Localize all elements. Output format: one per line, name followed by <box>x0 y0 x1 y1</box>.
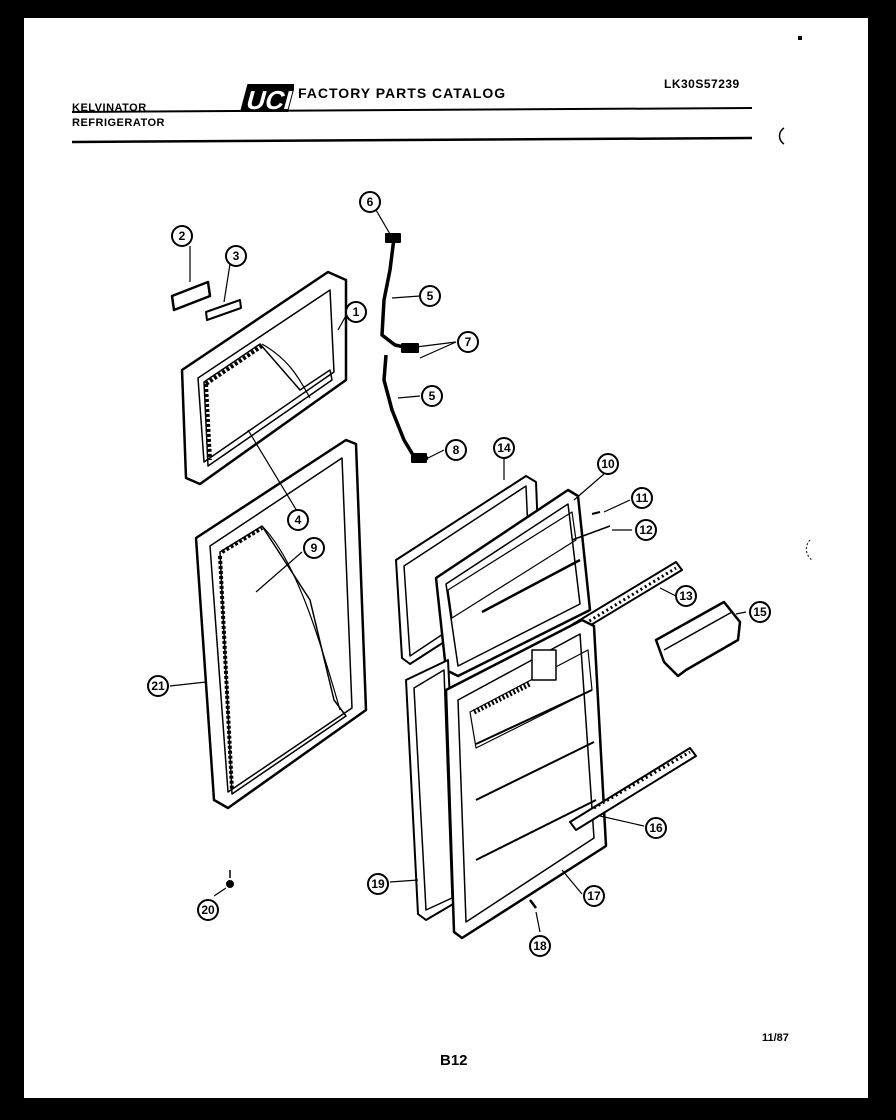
leader-lines <box>169 209 747 933</box>
callout-c19: 19 <box>367 873 389 895</box>
callout-c11: 11 <box>631 487 653 509</box>
callout-label: 12 <box>639 523 653 537</box>
callout-c21: 21 <box>147 675 169 697</box>
part-15-handle <box>654 600 742 678</box>
part-16-door-rack <box>569 747 697 831</box>
callout-c20: 20 <box>197 899 219 921</box>
part-1-freezer-door <box>180 270 348 486</box>
callout-c3: 3 <box>225 245 247 267</box>
callout-label: 3 <box>233 249 240 263</box>
callout-c10: 10 <box>597 453 619 475</box>
callout-label: 21 <box>151 679 165 693</box>
callout-label: 4 <box>295 513 302 527</box>
callout-label: 20 <box>201 903 215 917</box>
part-5-heater-cord <box>380 233 429 463</box>
callout-c2: 2 <box>171 225 193 247</box>
callout-c12: 12 <box>635 519 657 541</box>
callout-label: 2 <box>179 229 186 243</box>
page-id: B12 <box>440 1052 468 1069</box>
callout-label: 17 <box>587 889 601 903</box>
callout-c8: 8 <box>445 439 467 461</box>
callout-label: 14 <box>497 441 511 455</box>
catalog-title: FACTORY PARTS CATALOG <box>298 85 507 101</box>
uci-logo: UCI <box>239 84 294 115</box>
callout-c1: 1 <box>345 301 367 323</box>
callout-label: 9 <box>311 541 318 555</box>
part-12-strip <box>571 525 611 541</box>
model-number: LK30S57239 <box>664 77 740 91</box>
callout-c9: 9 <box>303 537 325 559</box>
callout-c16: 16 <box>645 817 667 839</box>
callout-c7: 7 <box>457 331 479 353</box>
callout-c14: 14 <box>493 437 515 459</box>
stray-mark <box>805 539 813 561</box>
callout-label: 7 <box>465 335 472 349</box>
callout-c5a: 5 <box>419 285 441 307</box>
callout-label: 11 <box>636 491 649 505</box>
callout-label: 5 <box>429 389 436 403</box>
part-11-screw <box>591 511 601 515</box>
callout-label: 13 <box>679 589 693 603</box>
stray-mark <box>778 127 785 145</box>
callout-c4: 4 <box>287 509 309 531</box>
callout-c17: 17 <box>583 885 605 907</box>
callout-label: 18 <box>533 939 547 953</box>
callout-label: 8 <box>453 443 460 457</box>
callout-label: 15 <box>753 605 767 619</box>
part-20-screw <box>226 870 234 888</box>
part-17-fresh-food-liner <box>444 618 608 940</box>
callout-label: 19 <box>371 877 385 891</box>
header-rule-bottom <box>71 136 753 144</box>
logo-text: UCI <box>243 85 294 114</box>
callout-label: 1 <box>353 305 360 319</box>
callout-label: 16 <box>649 821 663 835</box>
part-3-trim <box>205 299 242 321</box>
callout-c6: 6 <box>359 191 381 213</box>
callout-label: 6 <box>367 195 374 209</box>
callout-c15: 15 <box>749 601 771 623</box>
callout-label: 10 <box>601 457 615 471</box>
callout-c5b: 5 <box>421 385 443 407</box>
brand-name: KELVINATOR <box>72 102 147 114</box>
page-date: 11/87 <box>762 1032 789 1044</box>
callout-label: 5 <box>427 289 434 303</box>
callout-c18: 18 <box>529 935 551 957</box>
part-2-trim <box>170 280 212 312</box>
product-type: REFRIGERATOR <box>72 117 165 129</box>
header-rule-top <box>71 107 753 113</box>
callout-c13: 13 <box>675 585 697 607</box>
stray-mark <box>798 36 802 40</box>
part-18-screw <box>529 899 537 909</box>
part-21-fresh-food-door <box>194 438 368 810</box>
